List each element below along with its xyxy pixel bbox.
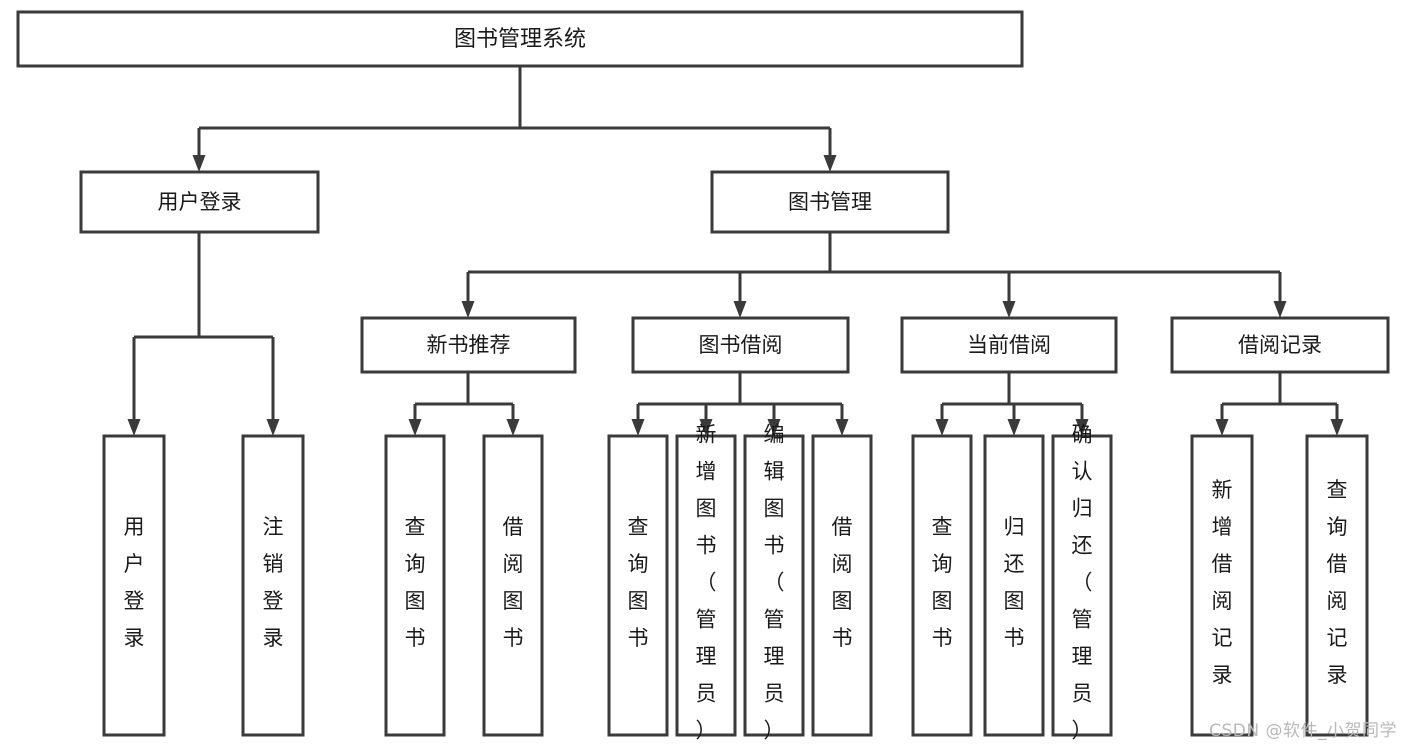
node-new-book-recommend-label: 新书推荐 [427,333,511,357]
node-leaf-query-book-borrow-label: 查询图书 [628,515,649,650]
node-current-borrow-rect [900,316,1118,374]
node-book-borrow-rect [631,316,850,374]
node-leaf-user-login-rect [102,434,166,737]
node-borrow-record[interactable]: 借阅记录 [1170,316,1390,374]
connector-arrowhead [1007,419,1021,436]
node-leaf-query-book-borrow[interactable]: 查询图书 [607,434,669,737]
node-leaf-query-borrow-record-rect [1305,434,1369,737]
node-leaf-logout-login-rect [241,434,305,737]
node-book-management[interactable]: 图书管理 [710,170,950,234]
node-leaf-return-book-label: 归还图书 [1004,515,1025,650]
node-leaf-logout-login[interactable]: 注销登录 [241,434,305,737]
node-leaf-add-book-admin-rect [675,434,737,737]
node-leaf-query-book-current-label: 查询图书 [932,515,953,650]
node-new-book-recommend-rect [360,316,577,374]
node-leaf-logout-login-label: 注销登录 [263,515,284,650]
node-leaf-query-book-rec-label: 查询图书 [405,515,426,650]
connector-arrowhead [461,301,475,318]
node-leaf-query-book-current[interactable]: 查询图书 [911,434,973,737]
node-leaf-borrow-book-rect [811,434,873,737]
node-new-book-recommend[interactable]: 新书推荐 [360,316,577,374]
connector-arrowhead [506,419,520,436]
connector-arrowhead [127,419,141,436]
node-leaf-add-book-admin-label: 新增图书（管理员） [696,423,717,743]
node-leaf-borrow-book[interactable]: 借阅图书 [811,434,873,737]
node-leaf-add-borrow-record-label: 新增借阅记录 [1212,478,1233,687]
node-user-login-rect [79,170,320,234]
node-leaf-edit-book-admin-label: 编辑图书（管理员） [764,423,785,743]
connector-arrowhead [935,419,949,436]
node-borrow-record-rect [1170,316,1390,374]
node-book-management-label: 图书管理 [788,190,872,214]
node-leaf-query-borrow-record[interactable]: 查询借阅记录 [1305,434,1369,737]
node-layer: 图书管理系统用户登录图书管理新书推荐图书借阅当前借阅借阅记录用户登录注销登录查询… [16,10,1390,743]
node-user-login[interactable]: 用户登录 [79,170,320,234]
node-leaf-return-book[interactable]: 归还图书 [983,434,1045,737]
node-root[interactable]: 图书管理系统 [16,10,1024,68]
node-leaf-query-book-current-rect [911,434,973,737]
node-leaf-borrow-book-label: 借阅图书 [832,515,853,650]
node-leaf-user-login[interactable]: 用户登录 [102,434,166,737]
connector-arrowhead [699,419,713,436]
node-book-borrow[interactable]: 图书借阅 [631,316,850,374]
connector-arrowhead [408,419,422,436]
node-borrow-record-label: 借阅记录 [1238,333,1322,357]
node-leaf-query-book-borrow-rect [607,434,669,737]
connector-arrowhead [823,155,837,172]
node-current-borrow[interactable]: 当前借阅 [900,316,1118,374]
node-user-login-label: 用户登录 [158,190,242,214]
connector-arrowhead [266,419,280,436]
connector-layer [127,66,1344,436]
connector-arrowhead [1215,419,1229,436]
node-book-borrow-label: 图书借阅 [699,333,783,357]
node-leaf-add-borrow-record-rect [1190,434,1254,737]
node-leaf-query-book-rec-rect [384,434,446,737]
node-leaf-borrow-book-rec-rect [482,434,544,737]
node-root-label: 图书管理系统 [454,27,586,52]
node-current-borrow-label: 当前借阅 [967,333,1051,357]
node-leaf-confirm-return-admin[interactable]: 确认归还（管理员） [1051,423,1113,743]
node-leaf-confirm-return-admin-rect [1051,434,1113,737]
node-leaf-edit-book-admin-rect [743,434,805,737]
connector-arrowhead [1273,301,1287,318]
connector-arrowhead [631,419,645,436]
connector-arrowhead [733,301,747,318]
node-leaf-user-login-label: 用户登录 [124,515,145,650]
connector-arrowhead [835,419,849,436]
node-leaf-borrow-book-rec[interactable]: 借阅图书 [482,434,544,737]
node-leaf-edit-book-admin[interactable]: 编辑图书（管理员） [743,423,805,743]
node-root-rect [16,10,1024,68]
node-leaf-add-book-admin[interactable]: 新增图书（管理员） [675,423,737,743]
node-book-management-rect [710,170,950,234]
node-leaf-confirm-return-admin-label: 确认归还（管理员） [1072,423,1093,743]
node-leaf-borrow-book-rec-label: 借阅图书 [503,515,524,650]
connector-arrowhead [1330,419,1344,436]
node-leaf-return-book-rect [983,434,1045,737]
node-leaf-add-borrow-record[interactable]: 新增借阅记录 [1190,434,1254,737]
connector-arrowhead [192,155,206,172]
node-leaf-query-borrow-record-label: 查询借阅记录 [1327,478,1348,687]
node-leaf-query-book-rec[interactable]: 查询图书 [384,434,446,737]
connector-arrowhead [1075,419,1089,436]
connector-arrowhead [767,419,781,436]
connector-arrowhead [1002,301,1016,318]
